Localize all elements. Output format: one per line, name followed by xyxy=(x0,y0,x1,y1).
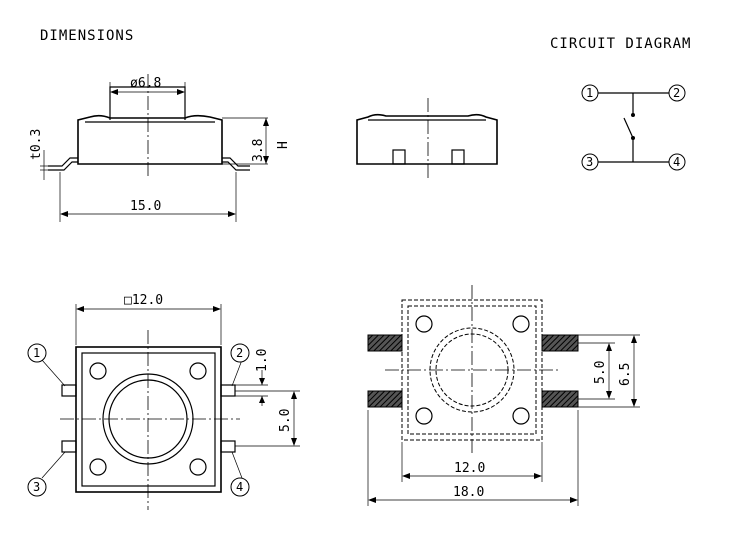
lead-pitch-label: 5.0 xyxy=(278,409,293,432)
side-width-label: 15.0 xyxy=(130,199,161,214)
top-pin-1: 1 xyxy=(33,346,40,360)
dimensions-heading: DIMENSIONS xyxy=(40,28,134,44)
circuit-diagram: 1 2 3 4 xyxy=(581,84,686,171)
smd-body-label: 12.0 xyxy=(454,461,485,476)
top-view: 1 2 3 4 □12.0 1.0 5.0 xyxy=(27,293,300,510)
top-pin-2: 2 xyxy=(236,346,243,360)
pad-pitch-label: 5.0 xyxy=(593,361,608,384)
pad-span-label: 6.5 xyxy=(618,363,633,386)
lead-width-label: 1.0 xyxy=(255,349,270,372)
lead-thickness-label: t0.3 xyxy=(29,129,44,160)
stem-diameter-label: ø6.8 xyxy=(130,76,161,91)
top-pin-4: 4 xyxy=(236,480,243,494)
top-pin-3: 3 xyxy=(33,480,40,494)
circuit-pin-2: 2 xyxy=(673,86,680,100)
top-view-smd: 5.0 6.5 12.0 18.0 xyxy=(367,285,640,506)
circuit-diagram-heading: CIRCUIT DIAGRAM xyxy=(550,36,691,52)
side-view: ø6.8 3.8 H t0.3 15.0 xyxy=(29,74,291,222)
body-square-label: □12.0 xyxy=(124,293,163,308)
side-view-smd xyxy=(356,98,498,180)
circuit-pin-3: 3 xyxy=(586,155,593,169)
height-symbol: H xyxy=(276,141,291,149)
height-label: 3.8 xyxy=(251,139,266,162)
circuit-pin-4: 4 xyxy=(673,155,680,169)
circuit-pin-1: 1 xyxy=(586,86,593,100)
smd-span-label: 18.0 xyxy=(453,485,484,500)
